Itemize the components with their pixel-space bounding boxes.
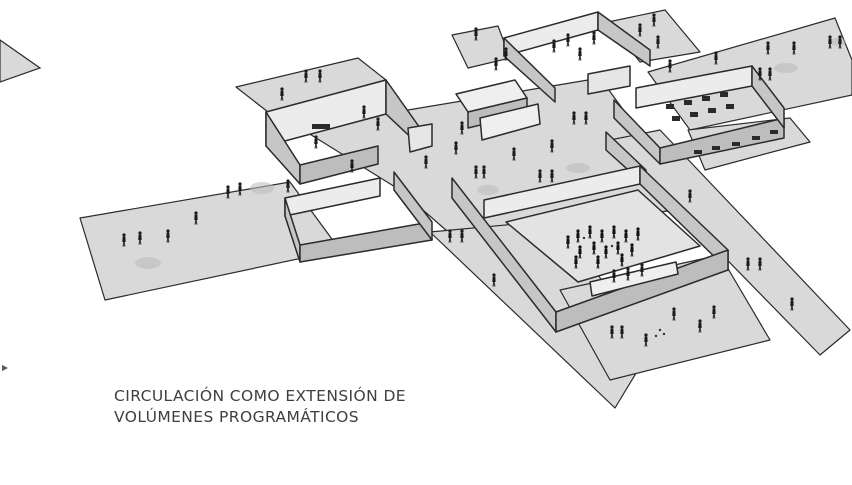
- volume-central-small: [407, 79, 541, 153]
- caption-line-2: VOLÚMENES PROGRAMÁTICOS: [114, 408, 360, 426]
- caption-line-1: CIRCULACIÓN COMO EXTENSIÓN DE: [114, 387, 406, 405]
- volume-central-court: [451, 165, 729, 333]
- volume-west: [284, 171, 433, 263]
- north-plate: [451, 25, 511, 69]
- diagram-caption: CIRCULACIÓN COMO EXTENSIÓN DE VOLÚMENES …: [114, 386, 406, 428]
- floor-textures: [135, 38, 846, 269]
- volume-north: [503, 11, 651, 103]
- scattered-dots: [582, 236, 666, 338]
- left-edge-slab: [0, 39, 42, 83]
- volume-northwest: [265, 79, 421, 185]
- small-arrow-mark: [2, 365, 8, 371]
- volumes: [265, 11, 785, 333]
- tables-cluster: [312, 92, 778, 154]
